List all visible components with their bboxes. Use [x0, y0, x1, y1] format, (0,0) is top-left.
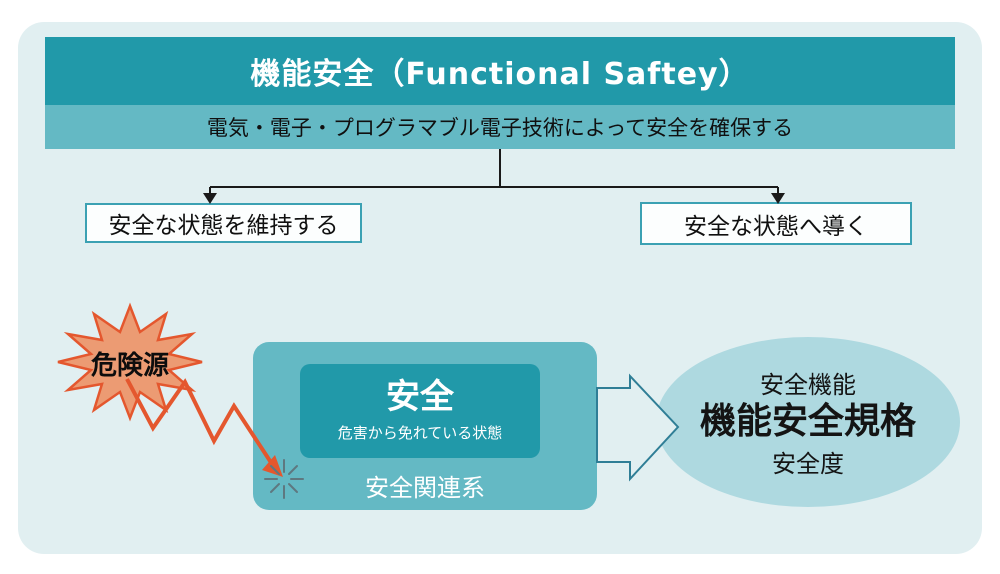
safety-function-label: 安全機能 [760, 371, 856, 400]
diagram-title-bar: 機能安全（Functional Saftey） [45, 37, 955, 105]
page-title: 機能安全（Functional Saftey） [250, 57, 750, 92]
branch-right-label: 安全な状態へ導く [684, 213, 868, 240]
safety-integrity-label: 安全度 [772, 449, 844, 478]
safety-title: 安全 [386, 377, 454, 418]
hazard-source-label: 危険源 [90, 351, 169, 381]
diagram-subtitle-bar: 電気・電子・プログラマブル電子技術によって安全を確保する [45, 105, 955, 149]
standards-ellipse: 安全機能 機能安全規格 安全度 [656, 337, 960, 507]
safety-related-system-label: 安全関連系 [365, 474, 485, 502]
safety-description: 危害から免れている状態 [337, 423, 503, 442]
safety-state-box: 安全 危害から免れている状態 [300, 364, 540, 458]
functional-safety-standard-label: 機能安全規格 [699, 401, 916, 443]
branch-left-label: 安全な状態を維持する [108, 213, 339, 239]
branch-box-lead: 安全な状態へ導く [640, 202, 912, 245]
safety-related-system-box: 安全 危害から免れている状態 安全関連系 [253, 342, 597, 510]
subtitle-text: 電気・電子・プログラマブル電子技術によって安全を確保する [206, 116, 794, 140]
branch-box-maintain: 安全な状態を維持する [85, 203, 362, 243]
